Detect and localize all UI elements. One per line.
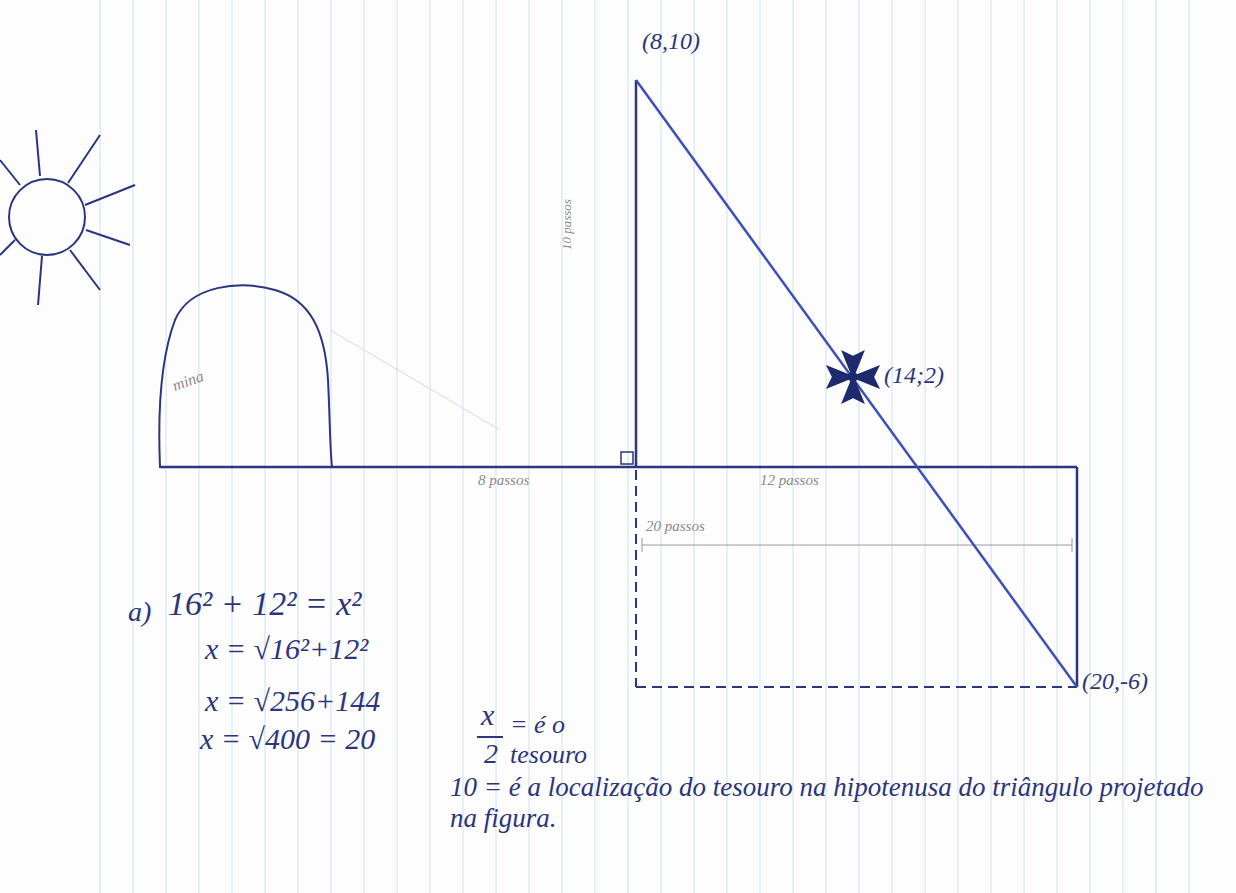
coordinate-label: (20,-6) [1082,668,1148,696]
math-note: = é o tesouro [510,710,610,770]
math-line: x [481,698,494,733]
pencil-dimension: 8 passos [478,472,529,489]
answer-note: 10 = é a localização do tesouro na hipot… [450,772,1230,834]
fraction-bar [477,736,503,738]
math-line: x = √400 = 20 [200,722,375,757]
pencil-dimension: 10 passos [560,199,575,250]
treasure-cross [828,352,878,402]
right-angle-mark [621,452,633,464]
mountain [159,285,332,467]
math-line: x = √16²+12² [205,632,368,667]
ruled-lines [100,0,1189,893]
coordinate-label: (8,10) [642,28,700,56]
region-label: mina [170,367,206,395]
item-marker: a) [128,596,151,628]
math-line: 2 [484,738,498,770]
axes [160,80,1077,687]
math-line: x = √256+144 [205,684,380,719]
pencil-dimension: 20 passos [646,518,705,535]
pencil-dimension: 12 passos [760,472,819,489]
sun [0,130,135,305]
dashed-rectangle [636,470,1077,687]
math-line: 16² + 12² = x² [168,584,362,623]
coordinate-label: (14;2) [884,362,944,390]
hypotenuse [636,80,1077,687]
pencil-measure [330,330,1072,552]
